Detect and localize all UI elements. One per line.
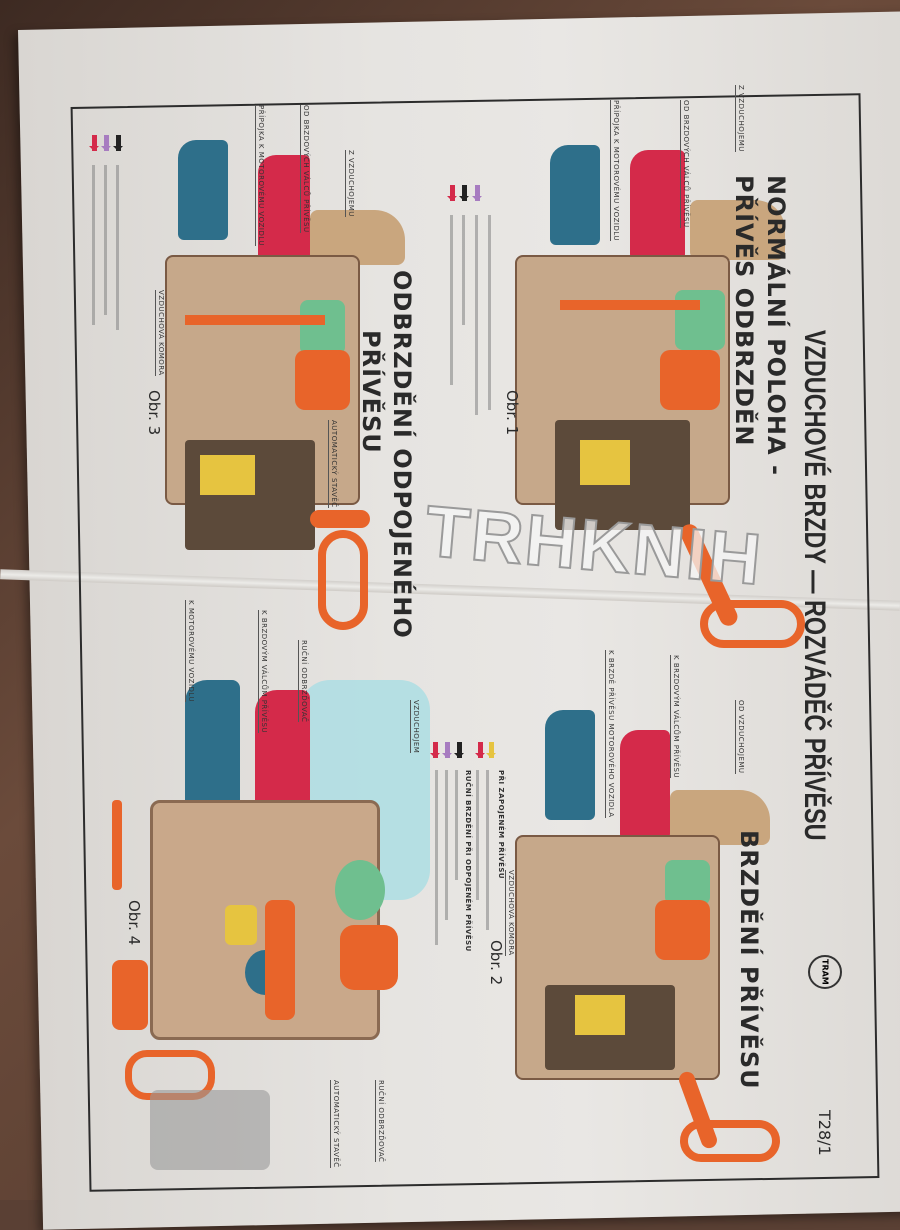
legend-heading: PŘI ZAPOJENÉM PŘÍVĚSU [497, 770, 505, 880]
legend-text [445, 770, 448, 920]
fig4-label: RUČNÍ ODBRZĎOVAČ [375, 1080, 385, 1163]
fig4-caption: Obr. 4 [125, 900, 143, 946]
fig3-label: AUTOMATICKÝ STAVĚČ [328, 420, 338, 508]
legend-text [435, 770, 438, 945]
fig1-label: K BRZDOVÝM VÁLCŮM PŘÍVĚSU [670, 655, 680, 779]
legend-text [475, 215, 478, 415]
air-inlet-pipe [690, 200, 785, 260]
fig2-label: OD VZDUCHOJEMU [735, 700, 745, 774]
red-arrow-icon [447, 185, 457, 201]
fig3-heading-1: ODBRZDĚNÍ ODPOJENÉHO [388, 270, 416, 639]
fig1-label: OD BRZDOVÝCH VÁLCŮ PŘÍVĚSU [680, 100, 690, 228]
red-coupling-head [258, 155, 310, 265]
red-arrow-icon [430, 742, 440, 758]
fig3-label: K MOTOROVÉMU VOZIDLU [185, 600, 195, 703]
green-cap [675, 290, 725, 350]
blue-coupling-head [550, 145, 600, 245]
fig1-caption: Obr. 1 [503, 390, 521, 436]
yellow-arrow-icon [486, 742, 496, 758]
red-coupling-head [630, 150, 685, 260]
fig3-label: K BRZDOVÝM VÁLCŮM PŘÍVĚSU [258, 610, 268, 734]
orange-cap [660, 350, 720, 410]
orange-cap [340, 925, 398, 990]
fig1-label: PŘÍPOJKA K MOTOROVÉMU VOZIDLU [610, 100, 620, 242]
logo-text: TRAM [820, 959, 830, 985]
green-cap [300, 300, 345, 355]
orange-base-plate [112, 800, 122, 890]
red-coupling-head [255, 690, 310, 820]
fig1-label: K BRZDĚ PŘÍVĚSU MOTOROVÉHO VOZIDLA [605, 650, 615, 818]
fig2-heading: BRZDĚNÍ PŘÍVĚSU [735, 830, 763, 1090]
handle-bracket [150, 1090, 270, 1170]
fig2-label: VZDUCHOVÁ KOMORA [505, 870, 515, 956]
red-arrow-icon [475, 742, 485, 758]
legend-text [455, 770, 458, 880]
black-arrow-icon [454, 742, 464, 758]
orange-lever [265, 900, 295, 1020]
fig3-caption: Obr. 3 [145, 390, 163, 436]
legend-text [450, 215, 453, 385]
orange-cap [295, 350, 350, 410]
orange-cap [655, 900, 710, 960]
fig3-label: PŘÍPOJKA K MOTOROVÉMU VOZIDLU [255, 105, 265, 247]
legend-text [462, 215, 465, 325]
fig1-label: Z VZDUCHOJEMU [735, 85, 745, 152]
blue-coupling-head [545, 710, 595, 820]
orange-base-plate [112, 960, 148, 1030]
fig2-caption: Obr. 2 [487, 940, 505, 986]
yellow-piston [200, 455, 255, 495]
fig4-label: VZDUCHOJEM [410, 700, 420, 754]
handle-loop [318, 530, 368, 630]
legend-text [486, 770, 489, 930]
fig3-label: RUČNÍ ODBRZĎOVAČ [298, 640, 308, 723]
fig3-label: VZDUCHOVÁ KOMORA [155, 290, 165, 376]
purple-arrow-icon [442, 742, 452, 758]
blue-coupling-head [185, 680, 240, 810]
orange-rod [185, 315, 325, 325]
yellow-piston [575, 995, 625, 1035]
legend-text [92, 165, 95, 325]
fig4-label: AUTOMATICKÝ STAVĚČ [330, 1080, 340, 1168]
purple-arrow-icon [472, 185, 482, 201]
black-arrow-icon [113, 135, 123, 151]
handle-loop [680, 1120, 780, 1162]
handle-arm [310, 510, 370, 528]
handle-loop [700, 600, 805, 648]
fig1-heading-1: NORMÁLNÍ POLOHA - [762, 175, 790, 476]
legend-text [488, 215, 491, 410]
yellow-cap [225, 905, 257, 945]
fig3-label: Z VZDUCHOJEMU [345, 150, 355, 217]
green-cap [665, 860, 710, 905]
red-coupling-head [620, 730, 670, 840]
legend-text [104, 165, 107, 315]
legend-heading: RUČNÍ BRZDĚNÍ PŘI ODPOJENÉM PŘÍVĚSU [464, 770, 472, 952]
legend-text [116, 165, 119, 330]
sheet-code: T28/1 [815, 1110, 834, 1156]
black-arrow-icon [459, 185, 469, 201]
legend-text [476, 770, 479, 900]
fig3-label: OD BRZDOVÝCH VÁLCŮ PŘÍVĚSU [300, 105, 310, 233]
green-cap [335, 860, 385, 920]
fig3-heading-2: PŘÍVĚSU [357, 330, 385, 454]
yellow-piston [580, 440, 630, 485]
blue-coupling-head [178, 140, 228, 240]
fig1-heading-2: PŘÍVĚS ODBRZDĚN [730, 175, 758, 447]
purple-arrow-icon [101, 135, 111, 151]
publisher-logo: TRAM [808, 955, 842, 989]
poster-title: VZDUCHOVÉ BRZDY — ROZVÁDĚČ PŘÍVĚSU [798, 330, 831, 841]
red-arrow-icon [89, 135, 99, 151]
orange-rod [560, 300, 700, 310]
